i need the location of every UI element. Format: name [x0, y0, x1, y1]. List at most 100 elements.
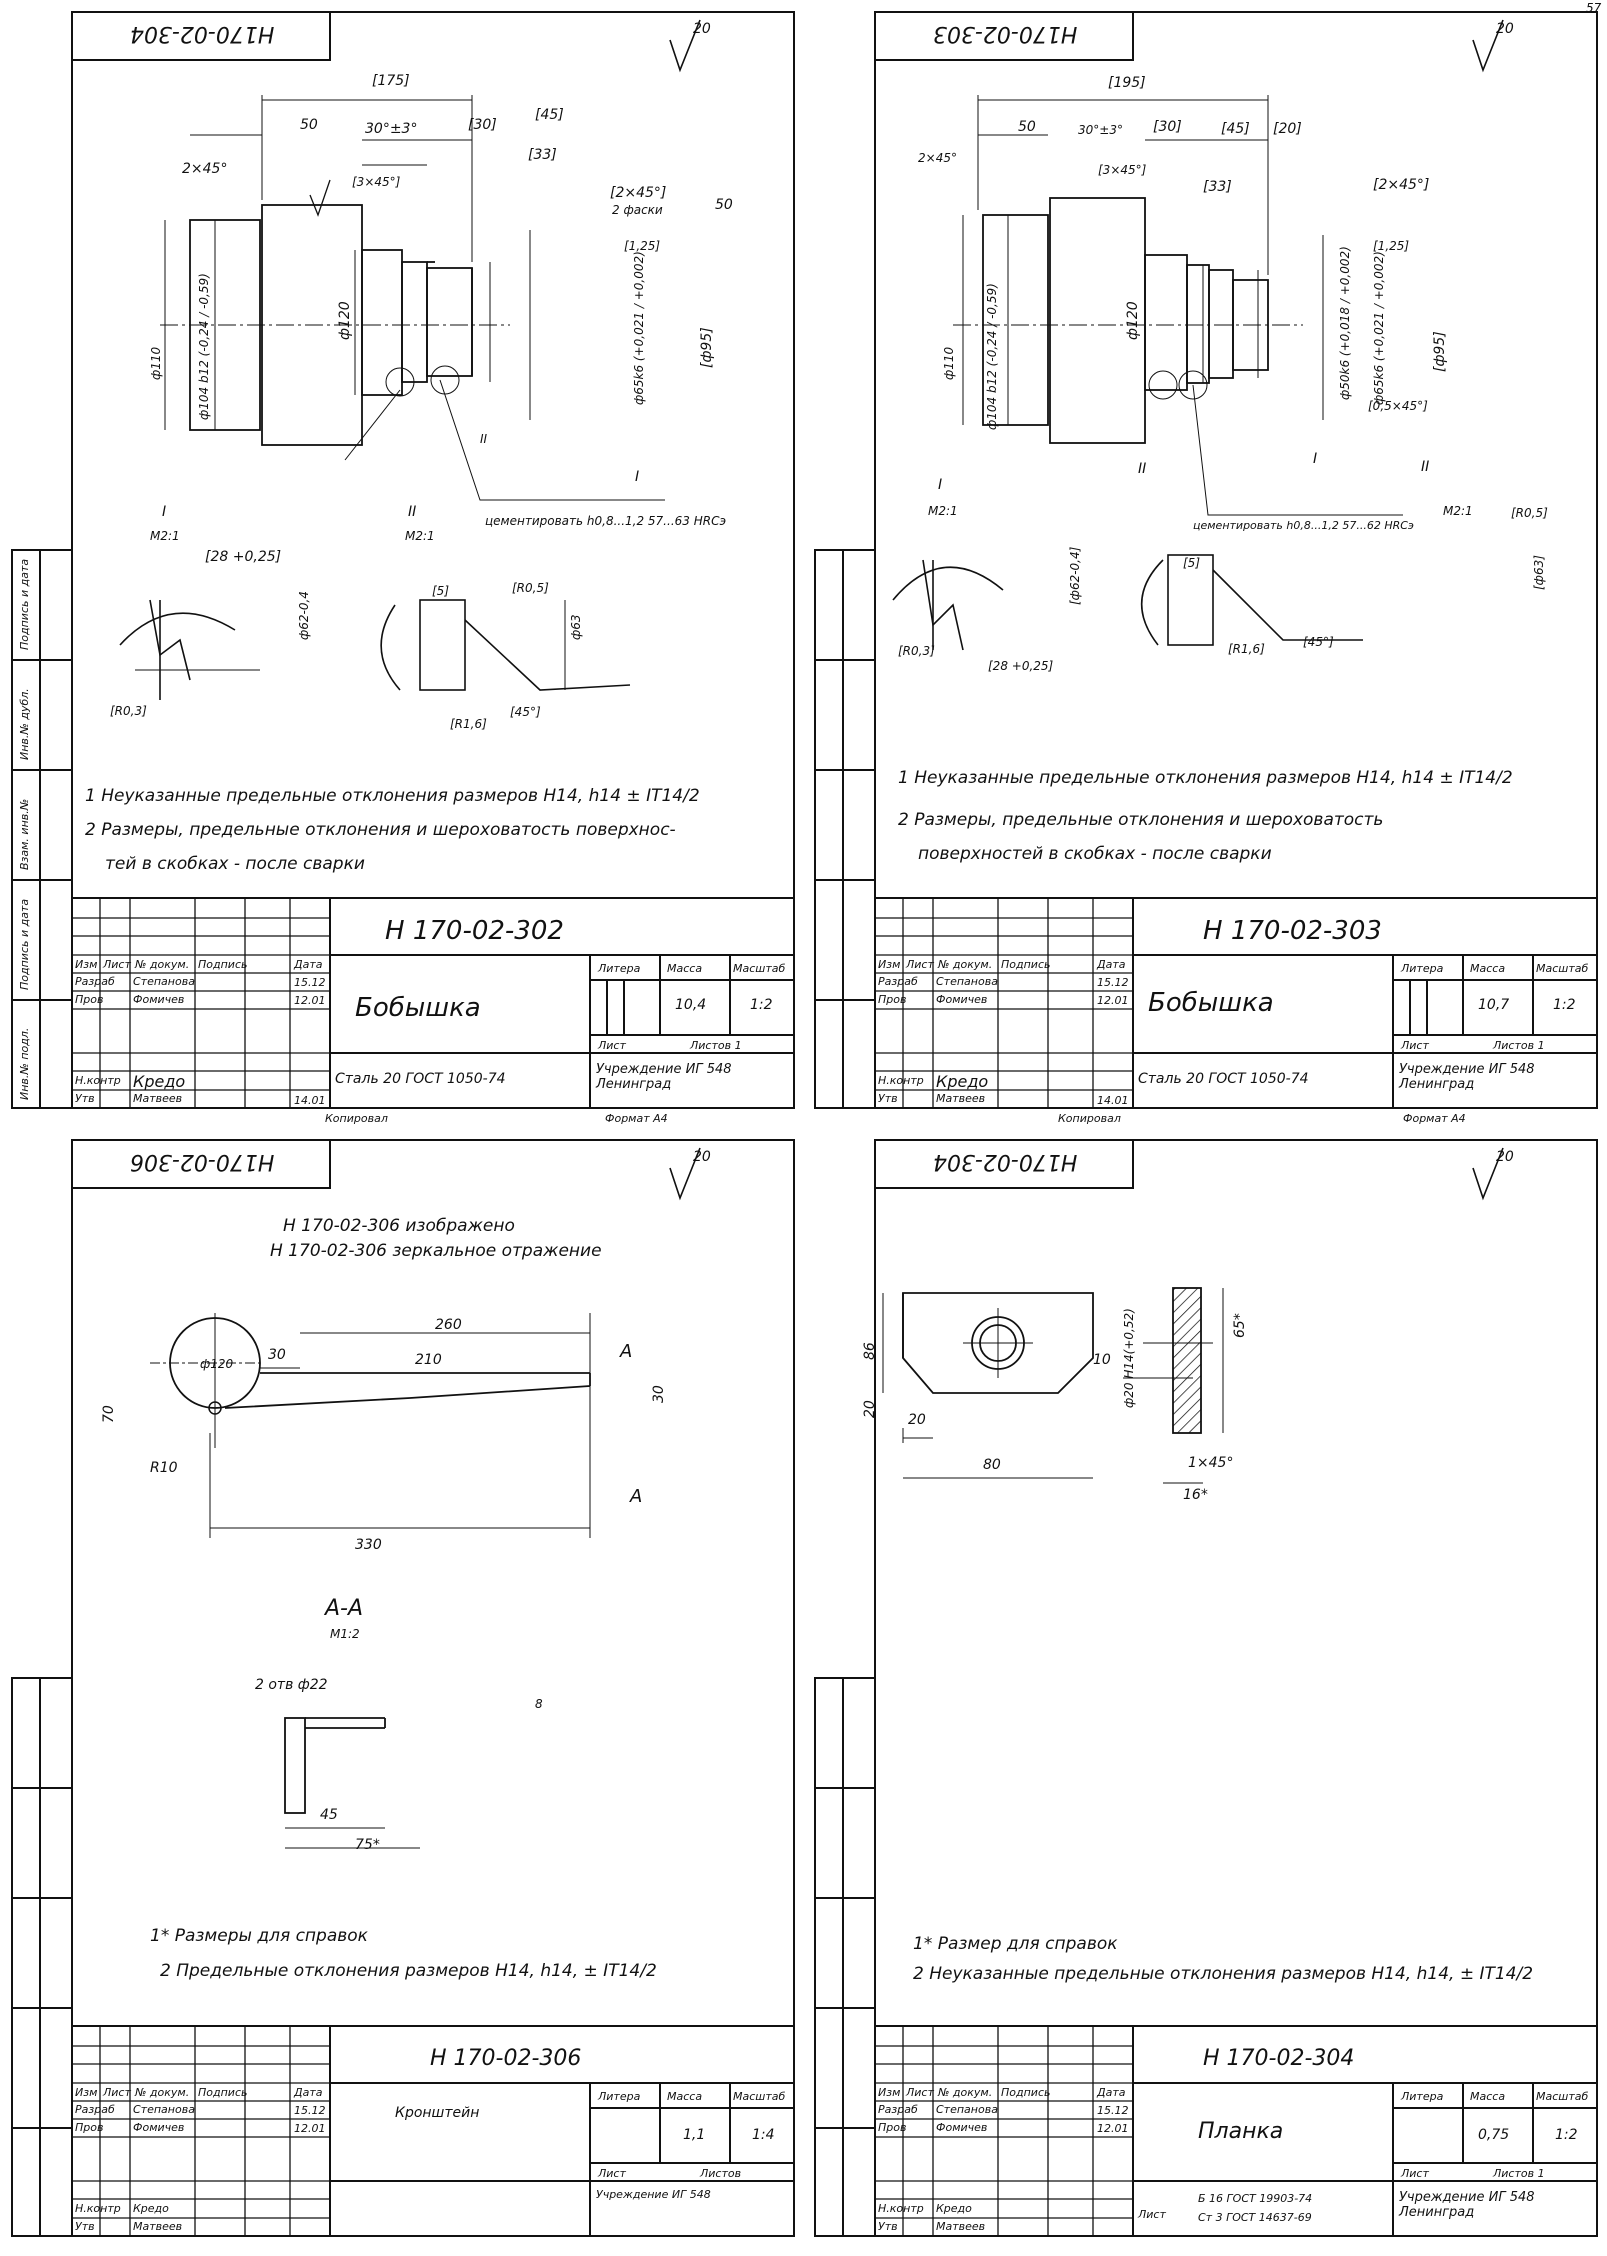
stamp-name: Степанова	[133, 2103, 195, 2116]
note-1: 1* Размеры для справок	[150, 1926, 368, 1946]
note-2: 2 Предельные отклонения размеров H14, h1…	[160, 1961, 657, 1981]
stamp-role: Н.контр	[878, 2202, 924, 2215]
dim-5: [5]	[1183, 556, 1200, 570]
stamp-date: 15.12	[1097, 976, 1129, 989]
stamp-role: Пров	[878, 993, 907, 1006]
radius-16: [R1,6]	[450, 717, 487, 731]
dim-45: [45]	[1221, 121, 1250, 137]
stamp-designation: Н 170-02-303	[1203, 916, 1382, 946]
stamp-mass: 0,75	[1478, 2127, 1510, 2143]
dim-120: ф120	[200, 1357, 234, 1371]
stamp-name: Степанова	[936, 975, 998, 988]
chamfer-05x45: [0,5×45°]	[1368, 399, 1428, 413]
stamp-hdr-date: Дата	[294, 958, 323, 971]
cementation-note: цементировать h0,8...1,2 57...62 HRCэ	[1193, 519, 1414, 532]
stamp-name: Кредо	[133, 2202, 169, 2215]
stamp-name: Матвеев	[133, 1092, 183, 1105]
dim-45: [45]	[535, 107, 564, 123]
stamp-sheets: Листов 1	[690, 1039, 742, 1052]
dim-50k6: ф50k6 (+0,018 / +0,002)	[1338, 246, 1352, 400]
dim-30: [30]	[1153, 119, 1182, 135]
stamp-role: Разраб	[75, 2103, 115, 2116]
stamp-mass-h: Масса	[667, 2090, 703, 2103]
heading-2: Н 170-02-306 зеркальное отражение	[270, 1241, 602, 1261]
note-3: поверхностей в скобках - после сварки	[918, 844, 1272, 864]
stamp-lit: Литера	[598, 2090, 641, 2103]
drawing-sheet-306: Н170-02-306 20 Н 170-02-306 изображено Н…	[0, 1128, 803, 2256]
dim-104: ф104 b12 (-0,24 / -0,59)	[197, 273, 211, 420]
dim-95: [ф95]	[1432, 331, 1448, 372]
stamp-role: Утв	[878, 2220, 898, 2233]
dim-30-vertical: 30	[651, 1385, 667, 1403]
dim-50: 50	[300, 117, 318, 133]
sheet-304-lines	[814, 1139, 1598, 2237]
stamp-role: Утв	[75, 1092, 95, 1105]
dim-110: ф110	[149, 346, 163, 380]
format-label: Формат А4	[605, 1112, 668, 1125]
chamfer-2x45: 2×45°	[918, 151, 957, 165]
note-2: 2 Неуказанные предельные отклонения разм…	[913, 1964, 1534, 1984]
stamp-hdr-doc: № докум.	[938, 2086, 993, 2099]
side-label: Подпись и дата	[18, 898, 31, 990]
radius-10: R10	[150, 1460, 178, 1476]
chamfer-2x45-b: [2×45°]	[610, 185, 667, 201]
stamp-hdr-sign: Подпись	[198, 958, 248, 971]
roughness-mark: 20	[1496, 21, 1514, 37]
stamp-role: Пров	[75, 993, 104, 1006]
dim-330: 330	[355, 1537, 382, 1553]
dim-86: 86	[862, 1342, 878, 1360]
stamp-sheet: Лист	[1401, 1039, 1429, 1052]
dim-175: [175]	[372, 73, 410, 89]
radius-03: [R0,3]	[898, 644, 935, 658]
roughness-mark: 20	[693, 1149, 711, 1165]
roughness-mark: 20	[1496, 1149, 1514, 1165]
dim-8: 8	[535, 1697, 543, 1711]
stamp-sheets: Листов 1	[1493, 1039, 1545, 1052]
stamp-date: 14.01	[294, 1094, 326, 1107]
drawing-sheet-304: Н170-02-304 20 86 20 20 80 ф20 H14(+0,52…	[803, 1128, 1606, 2256]
stamp-org: Учреждение ИГ 548 Ленинград	[596, 1062, 732, 1092]
stamp-lit: Литера	[1401, 962, 1444, 975]
stamp-name: Кредо	[133, 1072, 186, 1091]
stamp-date: 15.12	[294, 2104, 326, 2117]
sheet-302-lines	[11, 11, 795, 1109]
stamp-sheet: Лист	[598, 1039, 626, 1052]
detail-i-scale: M2:1	[150, 529, 180, 543]
radius-05: [R0,5]	[512, 581, 549, 595]
stamp-material-2: Ст 3 ГОСТ 14637-69	[1198, 2211, 1312, 2224]
stamp-sheet: Лист	[598, 2167, 626, 2180]
cementation-note: цементировать h0,8...1,2 57...63 HRCэ	[485, 514, 727, 528]
stamp-designation: Н 170-02-304	[1203, 2046, 1355, 2071]
drawing-sheet-302: Н170-02-304 20 [175] 50 30°±3° [30] [45]…	[0, 0, 803, 1128]
stamp-scale: 1:4	[752, 2127, 775, 2143]
heading-1: Н 170-02-306 изображено	[283, 1216, 515, 1236]
note-3: тей в скобках - после сварки	[105, 854, 365, 874]
stamp-material-prefix: Лист	[1138, 2208, 1166, 2221]
stamp-scale-h: Масштаб	[733, 962, 786, 975]
dim-63: ф63	[569, 614, 583, 640]
dim-120: ф120	[1125, 301, 1141, 340]
top-label: Н170-02-303	[933, 21, 1078, 46]
stamp-lit: Литера	[598, 962, 641, 975]
stamp-name: Степанова	[936, 2103, 998, 2116]
top-label: Н170-02-306	[130, 1149, 275, 1174]
stamp-hdr-date: Дата	[294, 2086, 323, 2099]
stamp-hdr-sign: Подпись	[198, 2086, 248, 2099]
chamfers-note: 2 фаски	[612, 203, 663, 217]
note-1: 1 Неуказанные предельные отклонения разм…	[85, 786, 700, 806]
dim-62: ф62-0,4	[297, 591, 311, 640]
stamp-hdr-izm: Изм	[75, 958, 98, 971]
stamp-role: Утв	[878, 1092, 898, 1105]
stamp-name: Фомичев	[133, 2121, 185, 2134]
stamp-mass: 1,1	[683, 2127, 706, 2143]
radius-05: [R0,5]	[1511, 506, 1548, 520]
chamfer-3x45: [3×45°]	[1098, 163, 1147, 177]
stamp-mass: 10,4	[675, 997, 707, 1013]
roughness-50: 50	[715, 197, 733, 213]
stamp-mass-h: Масса	[1470, 962, 1506, 975]
stamp-title: Бобышка	[355, 993, 481, 1023]
dim-63: [ф63]	[1532, 555, 1546, 590]
dim-95: [ф95]	[699, 327, 715, 368]
section-a-top: A	[620, 1341, 633, 1362]
dim-30: [30]	[468, 117, 497, 133]
